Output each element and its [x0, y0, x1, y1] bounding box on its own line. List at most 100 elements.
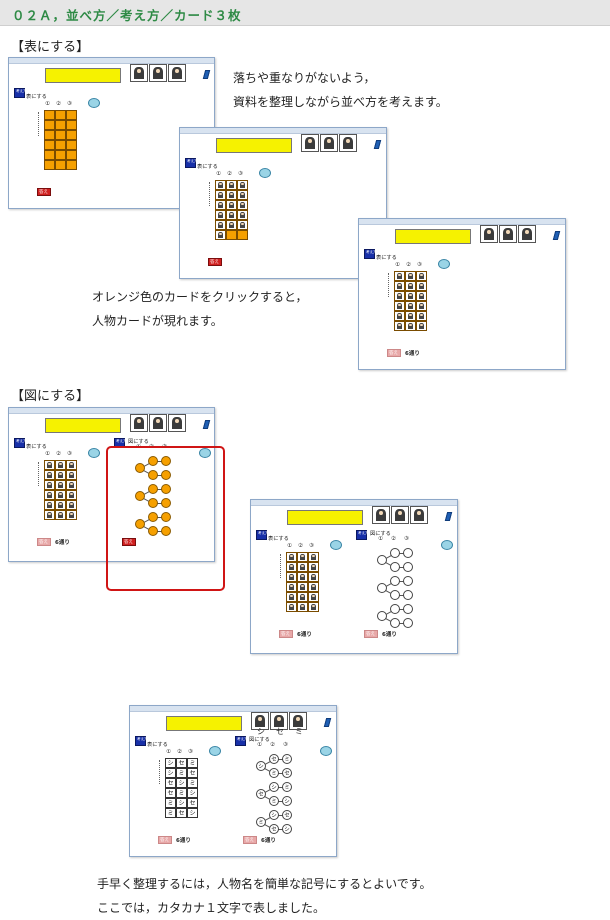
tree-node[interactable]: [390, 576, 400, 586]
tree-node[interactable]: セ: [256, 789, 266, 799]
tree-node[interactable]: セ: [269, 754, 279, 764]
tree-node[interactable]: シ: [269, 782, 279, 792]
answer-button[interactable]: [387, 349, 401, 357]
table-person-card[interactable]: [55, 480, 66, 490]
table-person-card[interactable]: [237, 210, 248, 220]
table-card[interactable]: [66, 120, 77, 130]
answer-button[interactable]: [158, 836, 172, 844]
table-person-card[interactable]: [226, 200, 237, 210]
tree-node[interactable]: シ: [282, 824, 292, 834]
table-person-card[interactable]: [405, 311, 416, 321]
answer-button-2[interactable]: [364, 630, 378, 638]
tree-node[interactable]: [403, 548, 413, 558]
table-person-card[interactable]: [308, 562, 319, 572]
tree-node[interactable]: [377, 555, 387, 565]
table-person-card[interactable]: [215, 210, 226, 220]
table-person-card[interactable]: [405, 281, 416, 291]
table-person-card[interactable]: [226, 210, 237, 220]
hint-button-1[interactable]: [88, 98, 100, 108]
table-card[interactable]: [66, 130, 77, 140]
tree-node[interactable]: [161, 526, 171, 536]
hint-button-2[interactable]: [320, 746, 332, 756]
tree-node[interactable]: [148, 526, 158, 536]
table-person-card[interactable]: [66, 470, 77, 480]
table-person-card[interactable]: [394, 291, 405, 301]
table-person-card[interactable]: [308, 592, 319, 602]
table-person-card[interactable]: [66, 500, 77, 510]
table-person-card[interactable]: [297, 592, 308, 602]
table-person-card[interactable]: [237, 190, 248, 200]
table-person-card[interactable]: [416, 281, 427, 291]
tree-node[interactable]: シ: [282, 796, 292, 806]
table-person-card[interactable]: [297, 582, 308, 592]
table-person-card[interactable]: [394, 321, 405, 331]
table-person-card[interactable]: [394, 301, 405, 311]
table-person-card[interactable]: [416, 311, 427, 321]
tree-node[interactable]: [403, 576, 413, 586]
table-person-card[interactable]: [215, 220, 226, 230]
table-person-card[interactable]: [297, 602, 308, 612]
table-person-card[interactable]: [416, 301, 427, 311]
table-person-card[interactable]: [286, 572, 297, 582]
table-person-card[interactable]: [405, 291, 416, 301]
table-person-card[interactable]: [55, 490, 66, 500]
table-card[interactable]: [44, 110, 55, 120]
table-person-card[interactable]: [55, 470, 66, 480]
table-person-card[interactable]: [308, 582, 319, 592]
table-person-card[interactable]: [226, 220, 237, 230]
table-card[interactable]: [44, 150, 55, 160]
table-person-card[interactable]: [416, 271, 427, 281]
table-person-card[interactable]: [226, 190, 237, 200]
edit-icon[interactable]: [202, 70, 211, 79]
table-person-card[interactable]: [297, 552, 308, 562]
table-person-card[interactable]: [405, 271, 416, 281]
tree-node[interactable]: [403, 604, 413, 614]
table-person-card[interactable]: [44, 510, 55, 520]
table-card[interactable]: [66, 140, 77, 150]
hint-button-2[interactable]: [441, 540, 453, 550]
table-person-card[interactable]: [416, 291, 427, 301]
table-person-card[interactable]: [66, 480, 77, 490]
edit-icon[interactable]: [323, 718, 332, 727]
tree-node[interactable]: [403, 590, 413, 600]
table-person-card[interactable]: [215, 200, 226, 210]
table-person-card[interactable]: [44, 470, 55, 480]
think-button-1[interactable]: [364, 249, 375, 259]
edit-icon[interactable]: [444, 512, 453, 521]
table-card[interactable]: [66, 110, 77, 120]
table-person-card[interactable]: [405, 321, 416, 331]
tree-node[interactable]: [148, 456, 158, 466]
table-card[interactable]: [55, 160, 66, 170]
tree-node[interactable]: シ: [256, 761, 266, 771]
tree-node[interactable]: [148, 470, 158, 480]
table-person-card[interactable]: [237, 220, 248, 230]
hint-button-1[interactable]: [330, 540, 342, 550]
hint-button-1[interactable]: [438, 259, 450, 269]
tree-node[interactable]: セ: [269, 824, 279, 834]
table-card[interactable]: [226, 230, 237, 240]
table-card[interactable]: [44, 130, 55, 140]
tree-node[interactable]: セ: [282, 768, 292, 778]
tree-node[interactable]: [161, 512, 171, 522]
table-card[interactable]: [55, 130, 66, 140]
table-person-card[interactable]: [215, 190, 226, 200]
answer-button-2[interactable]: [122, 538, 136, 546]
tree-node[interactable]: シ: [269, 810, 279, 820]
table-person-card[interactable]: [237, 200, 248, 210]
think-button-1[interactable]: [185, 158, 196, 168]
hint-button-1[interactable]: [209, 746, 221, 756]
table-person-card[interactable]: [394, 311, 405, 321]
table-card[interactable]: [44, 140, 55, 150]
table-person-card[interactable]: [66, 460, 77, 470]
table-person-card[interactable]: [66, 510, 77, 520]
tree-node[interactable]: [390, 590, 400, 600]
tree-node[interactable]: [161, 456, 171, 466]
table-person-card[interactable]: [394, 271, 405, 281]
answer-button[interactable]: [279, 630, 293, 638]
table-card[interactable]: [44, 120, 55, 130]
tree-node[interactable]: [403, 618, 413, 628]
think-button-1[interactable]: [135, 736, 146, 746]
table-person-card[interactable]: [55, 510, 66, 520]
tree-node[interactable]: [161, 484, 171, 494]
think-button-1[interactable]: [14, 88, 25, 98]
